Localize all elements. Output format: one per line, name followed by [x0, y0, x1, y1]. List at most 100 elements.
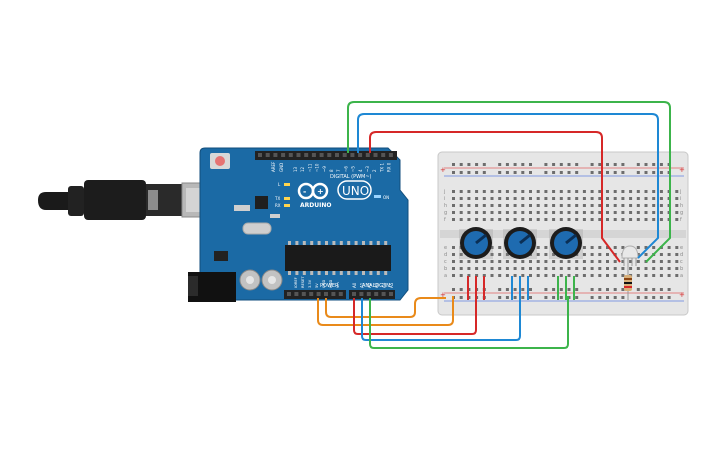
- header-pin[interactable]: [311, 153, 316, 157]
- header-pin[interactable]: [258, 153, 262, 157]
- header-pin[interactable]: [296, 153, 301, 157]
- wire-red-analog[interactable]: [353, 295, 477, 335]
- power-pin-label: Vin: [336, 282, 340, 288]
- wire-blue[interactable]: [357, 113, 659, 259]
- rx-led: [284, 204, 290, 207]
- header-pin[interactable]: [342, 153, 347, 157]
- breadboard-row-letter: g: [444, 210, 447, 216]
- wire-orange[interactable]: [317, 296, 454, 326]
- breadboard-row-letter: f: [444, 217, 446, 223]
- header-pin[interactable]: [301, 292, 306, 296]
- breadboard-row-letter: b: [444, 266, 447, 272]
- digital-header-pins: [258, 153, 393, 157]
- header-pin[interactable]: [331, 292, 336, 296]
- digital-pin-label: 7: [336, 169, 341, 172]
- uno-badge: [337, 180, 372, 200]
- header-pin[interactable]: [350, 153, 355, 157]
- header-pin[interactable]: [316, 292, 321, 296]
- potentiometer[interactable]: [503, 227, 537, 259]
- header-pin[interactable]: [265, 153, 270, 157]
- header-pin[interactable]: [273, 153, 278, 157]
- breadboard-row-letter: b: [680, 266, 683, 272]
- microcontroller-pins: [288, 241, 388, 275]
- analog-pin-label: A1: [359, 282, 364, 288]
- header-pin[interactable]: [388, 153, 393, 157]
- reset-button-cap[interactable]: [215, 156, 225, 166]
- wire-green[interactable]: [347, 101, 671, 263]
- breadboard-row-letter: c: [444, 259, 447, 265]
- digital-pin-label: ~10: [315, 163, 320, 172]
- header-pin[interactable]: [358, 153, 363, 157]
- header-pin[interactable]: [381, 153, 386, 157]
- digital-pin-label: ~9: [322, 166, 327, 172]
- power-rail-plus-label: +: [440, 291, 446, 299]
- power-rail-plus-label: +: [679, 166, 685, 174]
- bottom-header-pins: [287, 292, 393, 296]
- analog-header-label: ANALOG IN: [362, 283, 390, 289]
- digital-pin-label: RX 0: [387, 162, 392, 172]
- wire-green-analog[interactable]: [369, 296, 569, 349]
- breadboard-row-letter: j: [443, 189, 445, 195]
- header-pin[interactable]: [281, 153, 286, 157]
- header-pin[interactable]: [288, 153, 293, 157]
- header-pin[interactable]: [366, 292, 371, 296]
- header-pin[interactable]: [365, 153, 370, 157]
- power-header-label: POWER: [320, 283, 339, 289]
- header-pin[interactable]: [309, 292, 314, 296]
- potentiometer[interactable]: [549, 227, 583, 259]
- analog-pin-label: A5: [389, 282, 394, 288]
- rgb-led[interactable]: [621, 245, 639, 268]
- header-pin[interactable]: [389, 292, 393, 296]
- wire-orange[interactable]: [325, 297, 446, 318]
- digital-pin-label: ~3: [365, 166, 370, 172]
- digital-pin-label: ~11: [307, 163, 312, 172]
- svg-text:-: -: [303, 187, 306, 196]
- breadboard-row-letter: a: [680, 273, 683, 279]
- header-pin[interactable]: [352, 292, 356, 296]
- analog-header: [349, 290, 395, 299]
- l-led-label: L: [278, 182, 281, 187]
- analog-pin-label: A4: [382, 282, 387, 288]
- arduino-logo: - +: [297, 182, 329, 200]
- breadboard-row-letter: h: [444, 203, 447, 209]
- resistor[interactable]: [624, 266, 632, 300]
- tx-led: [284, 197, 290, 200]
- crystal-oscillator: [242, 222, 272, 235]
- breadboard-row-letter: j: [679, 189, 681, 195]
- header-pin[interactable]: [327, 153, 332, 157]
- breadboard-row-letter: g: [680, 210, 683, 216]
- breadboard-row-letter: h: [680, 203, 683, 209]
- wire-red[interactable]: [369, 131, 621, 263]
- microcontroller-chip: [285, 245, 391, 271]
- wires: [317, 101, 671, 349]
- header-pin[interactable]: [335, 153, 339, 157]
- on-label: ON: [383, 195, 389, 200]
- header-pin[interactable]: [304, 153, 309, 157]
- header-pin[interactable]: [359, 292, 364, 296]
- header-pin[interactable]: [287, 292, 291, 296]
- analog-pin-label: A2: [367, 282, 372, 288]
- header-pin[interactable]: [319, 153, 324, 157]
- svg-text:+: +: [317, 187, 324, 196]
- voltage-regulator: [214, 251, 228, 261]
- power-pin-label: 3.3V: [308, 279, 312, 288]
- header-pin[interactable]: [294, 292, 299, 296]
- wire-blue-analog[interactable]: [361, 296, 521, 341]
- analog-pin-label: A3: [374, 282, 379, 288]
- breadboard-row-letter: d: [680, 252, 683, 258]
- header-pin[interactable]: [324, 292, 328, 296]
- header-pin[interactable]: [373, 153, 378, 157]
- digital-pin-label: 2: [372, 169, 377, 172]
- potentiometer[interactable]: [459, 227, 493, 259]
- digital-pin-label: ~5: [351, 166, 356, 172]
- model-label: UNO: [342, 184, 369, 198]
- header-pin[interactable]: [374, 292, 379, 296]
- power-pin-label: RESET: [301, 276, 305, 288]
- analog-pin-label: A0: [352, 282, 357, 288]
- power-pin-label: IOREF: [294, 277, 298, 288]
- header-pin[interactable]: [338, 292, 343, 296]
- header-pin[interactable]: [381, 292, 386, 296]
